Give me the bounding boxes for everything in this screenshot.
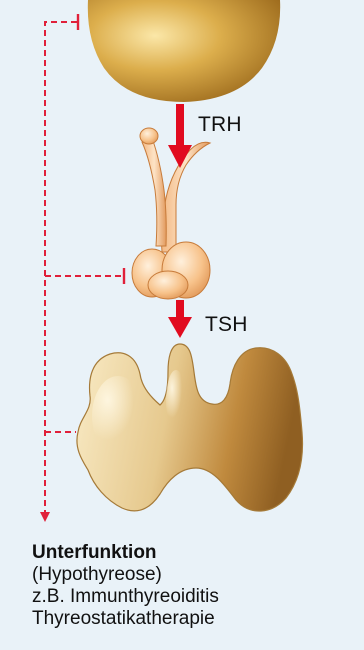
- caption-line: z.B. Immunthyreoiditis: [32, 586, 219, 608]
- caption-block: Unterfunktion (Hypothyreose) z.B. Immunt…: [32, 542, 219, 630]
- thyroid-gland-icon: [77, 344, 303, 511]
- caption-title: Unterfunktion: [32, 542, 219, 564]
- feedback-arrowhead-down: [40, 512, 50, 522]
- tsh-arrow: [168, 300, 192, 338]
- hypothalamus-sphere-icon: [88, 0, 280, 102]
- caption-line: Thyreostatikatherapie: [32, 608, 219, 630]
- pituitary-gland-icon: [132, 128, 210, 299]
- caption-line: (Hypothyreose): [32, 564, 219, 586]
- trh-label: TRH: [198, 113, 242, 137]
- feedback-line-main: [45, 22, 77, 512]
- tsh-label: TSH: [205, 313, 248, 337]
